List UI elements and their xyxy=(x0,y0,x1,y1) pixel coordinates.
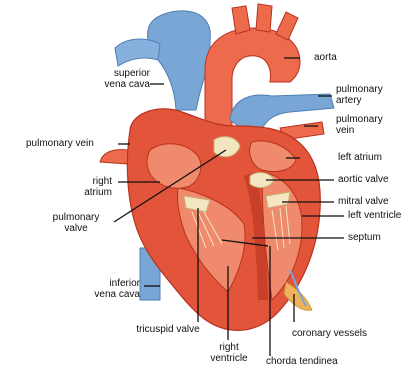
label-right-ventricle-line1: right xyxy=(200,342,258,353)
label-pulmonary-artery-line2: artery xyxy=(336,95,383,106)
label-inferior-vena-cava-line1: inferior xyxy=(56,278,140,289)
coronary-fat-shape xyxy=(284,282,312,310)
label-superior-vena-cava-line2: vena cava xyxy=(60,79,150,90)
label-pulmonary-artery: pulmonary artery xyxy=(336,84,383,106)
aorta-branch-2 xyxy=(256,4,272,32)
label-left-atrium: left atrium xyxy=(338,152,382,163)
label-pulmonary-vein-right-line2: vein xyxy=(336,125,383,136)
label-pulmonary-vein-right-line1: pulmonary xyxy=(336,114,383,125)
label-mitral-valve: mitral valve xyxy=(338,196,389,207)
label-aorta: aorta xyxy=(314,52,337,63)
label-pulmonary-artery-line1: pulmonary xyxy=(336,84,383,95)
label-inferior-vena-cava-line2: vena cava xyxy=(56,289,140,300)
label-inferior-vena-cava: inferior vena cava xyxy=(56,278,140,300)
aorta-branch-3 xyxy=(276,12,298,40)
label-left-ventricle: left ventricle xyxy=(348,210,401,221)
label-pulmonary-valve-line2: valve xyxy=(40,223,112,234)
label-superior-vena-cava-line1: superior xyxy=(60,68,150,79)
pulmonary-vein-left-shape xyxy=(100,150,128,164)
label-superior-vena-cava: superior vena cava xyxy=(60,68,150,90)
label-right-ventricle-line2: ventricle xyxy=(200,353,258,364)
label-right-atrium: right atrium xyxy=(36,176,112,198)
superior-vena-cava-shape xyxy=(147,11,210,110)
label-pulmonary-valve: pulmonary valve xyxy=(40,212,112,234)
label-right-atrium-line1: right xyxy=(36,176,112,187)
label-septum: septum xyxy=(348,232,381,243)
label-coronary-vessels: coronary vessels xyxy=(292,328,367,339)
label-aortic-valve: aortic valve xyxy=(338,174,389,185)
label-pulmonary-valve-line1: pulmonary xyxy=(40,212,112,223)
label-right-ventricle: right ventricle xyxy=(200,342,258,364)
label-pulmonary-vein-left: pulmonary vein xyxy=(26,138,94,149)
label-pulmonary-vein-right: pulmonary vein xyxy=(336,114,383,136)
aorta-branch-1 xyxy=(232,6,250,34)
label-right-atrium-line2: atrium xyxy=(36,187,112,198)
left-brachio-vein-shape xyxy=(115,39,160,66)
label-tricuspid-valve: tricuspid valve xyxy=(118,324,218,335)
label-chorda-tendinea: chorda tendinea xyxy=(266,356,338,367)
